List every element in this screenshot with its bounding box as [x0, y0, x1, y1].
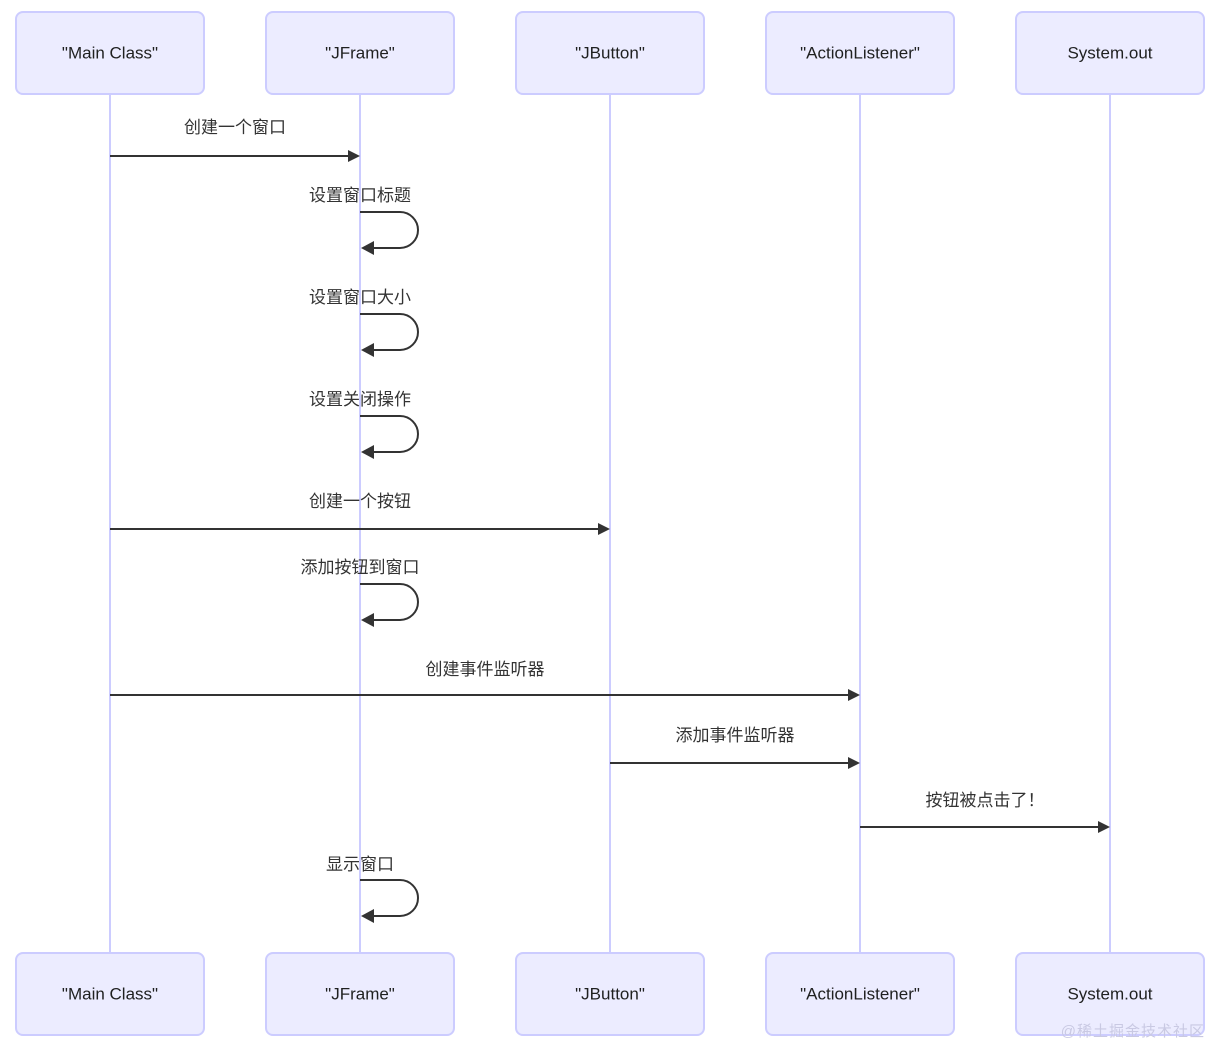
- arrow-head-icon: [361, 613, 374, 627]
- message-label: 创建一个窗口: [184, 118, 286, 137]
- message-label: 添加按钮到窗口: [301, 558, 420, 577]
- actor-box-rect: [1015, 952, 1205, 1036]
- actor-label: System.out: [1067, 984, 1152, 1003]
- actor-label: "JFrame": [325, 984, 395, 1003]
- actor-label: System.out: [1067, 43, 1152, 62]
- message-6[interactable]: 添加按钮到窗口: [301, 558, 420, 627]
- message-label: 显示窗口: [326, 855, 394, 874]
- actor-box-bottom-jframe[interactable]: "JFrame": [265, 952, 455, 1036]
- message-label: 创建事件监听器: [426, 660, 545, 679]
- actor-box-rect: [15, 952, 205, 1036]
- self-loop-path: [360, 313, 420, 351]
- actor-box-rect: [515, 11, 705, 95]
- actor-box-rect: [765, 11, 955, 95]
- arrow-head-icon: [848, 757, 860, 769]
- message-label: 按钮被点击了！: [926, 791, 1045, 810]
- actor-box-rect: [765, 952, 955, 1036]
- message-label: 添加事件监听器: [676, 726, 795, 745]
- actor-box-rect: [1015, 11, 1205, 95]
- actor-box-bottom-main[interactable]: "Main Class": [15, 952, 205, 1036]
- message-8[interactable]: 添加事件监听器: [610, 726, 860, 769]
- watermark-label: @稀土掘金技术社区: [1060, 1023, 1205, 1040]
- message-9[interactable]: 按钮被点击了！: [860, 791, 1110, 833]
- actor-box-rect: [265, 11, 455, 95]
- actor-box-top-listener[interactable]: "ActionListener": [765, 11, 955, 95]
- actor-box-bottom-listener[interactable]: "ActionListener": [765, 952, 955, 1036]
- self-loop-path: [360, 879, 420, 917]
- message-7[interactable]: 创建事件监听器: [110, 660, 860, 701]
- arrow-head-icon: [361, 909, 374, 923]
- actor-box-rect: [515, 952, 705, 1036]
- actor-label: "Main Class": [62, 984, 158, 1003]
- arrow-head-icon: [361, 445, 374, 459]
- message-label: 创建一个按钮: [309, 492, 411, 511]
- message-label: 设置窗口大小: [309, 288, 411, 307]
- self-loop-path: [360, 415, 420, 453]
- actor-box-bottom-sysout[interactable]: System.out: [1015, 952, 1205, 1036]
- actor-box-top-jframe[interactable]: "JFrame": [265, 11, 455, 95]
- message-4[interactable]: 设置关闭操作: [309, 390, 420, 459]
- arrow-head-icon: [848, 689, 860, 701]
- arrow-head-icon: [361, 343, 374, 357]
- message-label: 设置窗口标题: [309, 186, 411, 205]
- message-2[interactable]: 设置窗口标题: [309, 186, 420, 255]
- message-label: 设置关闭操作: [309, 390, 411, 409]
- actor-box-top-jbutton[interactable]: "JButton": [515, 11, 705, 95]
- actor-box-top-main[interactable]: "Main Class": [15, 11, 205, 95]
- arrow-head-icon: [361, 241, 374, 255]
- self-loop-path: [360, 583, 420, 621]
- actor-box-rect: [15, 11, 205, 95]
- arrow-head-icon: [348, 150, 360, 162]
- actor-label: "ActionListener": [800, 43, 920, 62]
- actor-label: "Main Class": [62, 43, 158, 62]
- self-loop-path: [360, 211, 420, 249]
- actor-label: "JButton": [575, 43, 645, 62]
- actor-label: "JFrame": [325, 43, 395, 62]
- actor-box-rect: [265, 952, 455, 1036]
- actor-label: "ActionListener": [800, 984, 920, 1003]
- message-5[interactable]: 创建一个按钮: [110, 492, 610, 535]
- message-10[interactable]: 显示窗口: [326, 855, 420, 923]
- message-3[interactable]: 设置窗口大小: [309, 288, 420, 357]
- arrow-head-icon: [1098, 821, 1110, 833]
- actor-box-bottom-jbutton[interactable]: "JButton": [515, 952, 705, 1036]
- arrow-head-icon: [598, 523, 610, 535]
- message-1[interactable]: 创建一个窗口: [110, 118, 360, 162]
- actor-box-top-sysout[interactable]: System.out: [1015, 11, 1205, 95]
- actor-label: "JButton": [575, 984, 645, 1003]
